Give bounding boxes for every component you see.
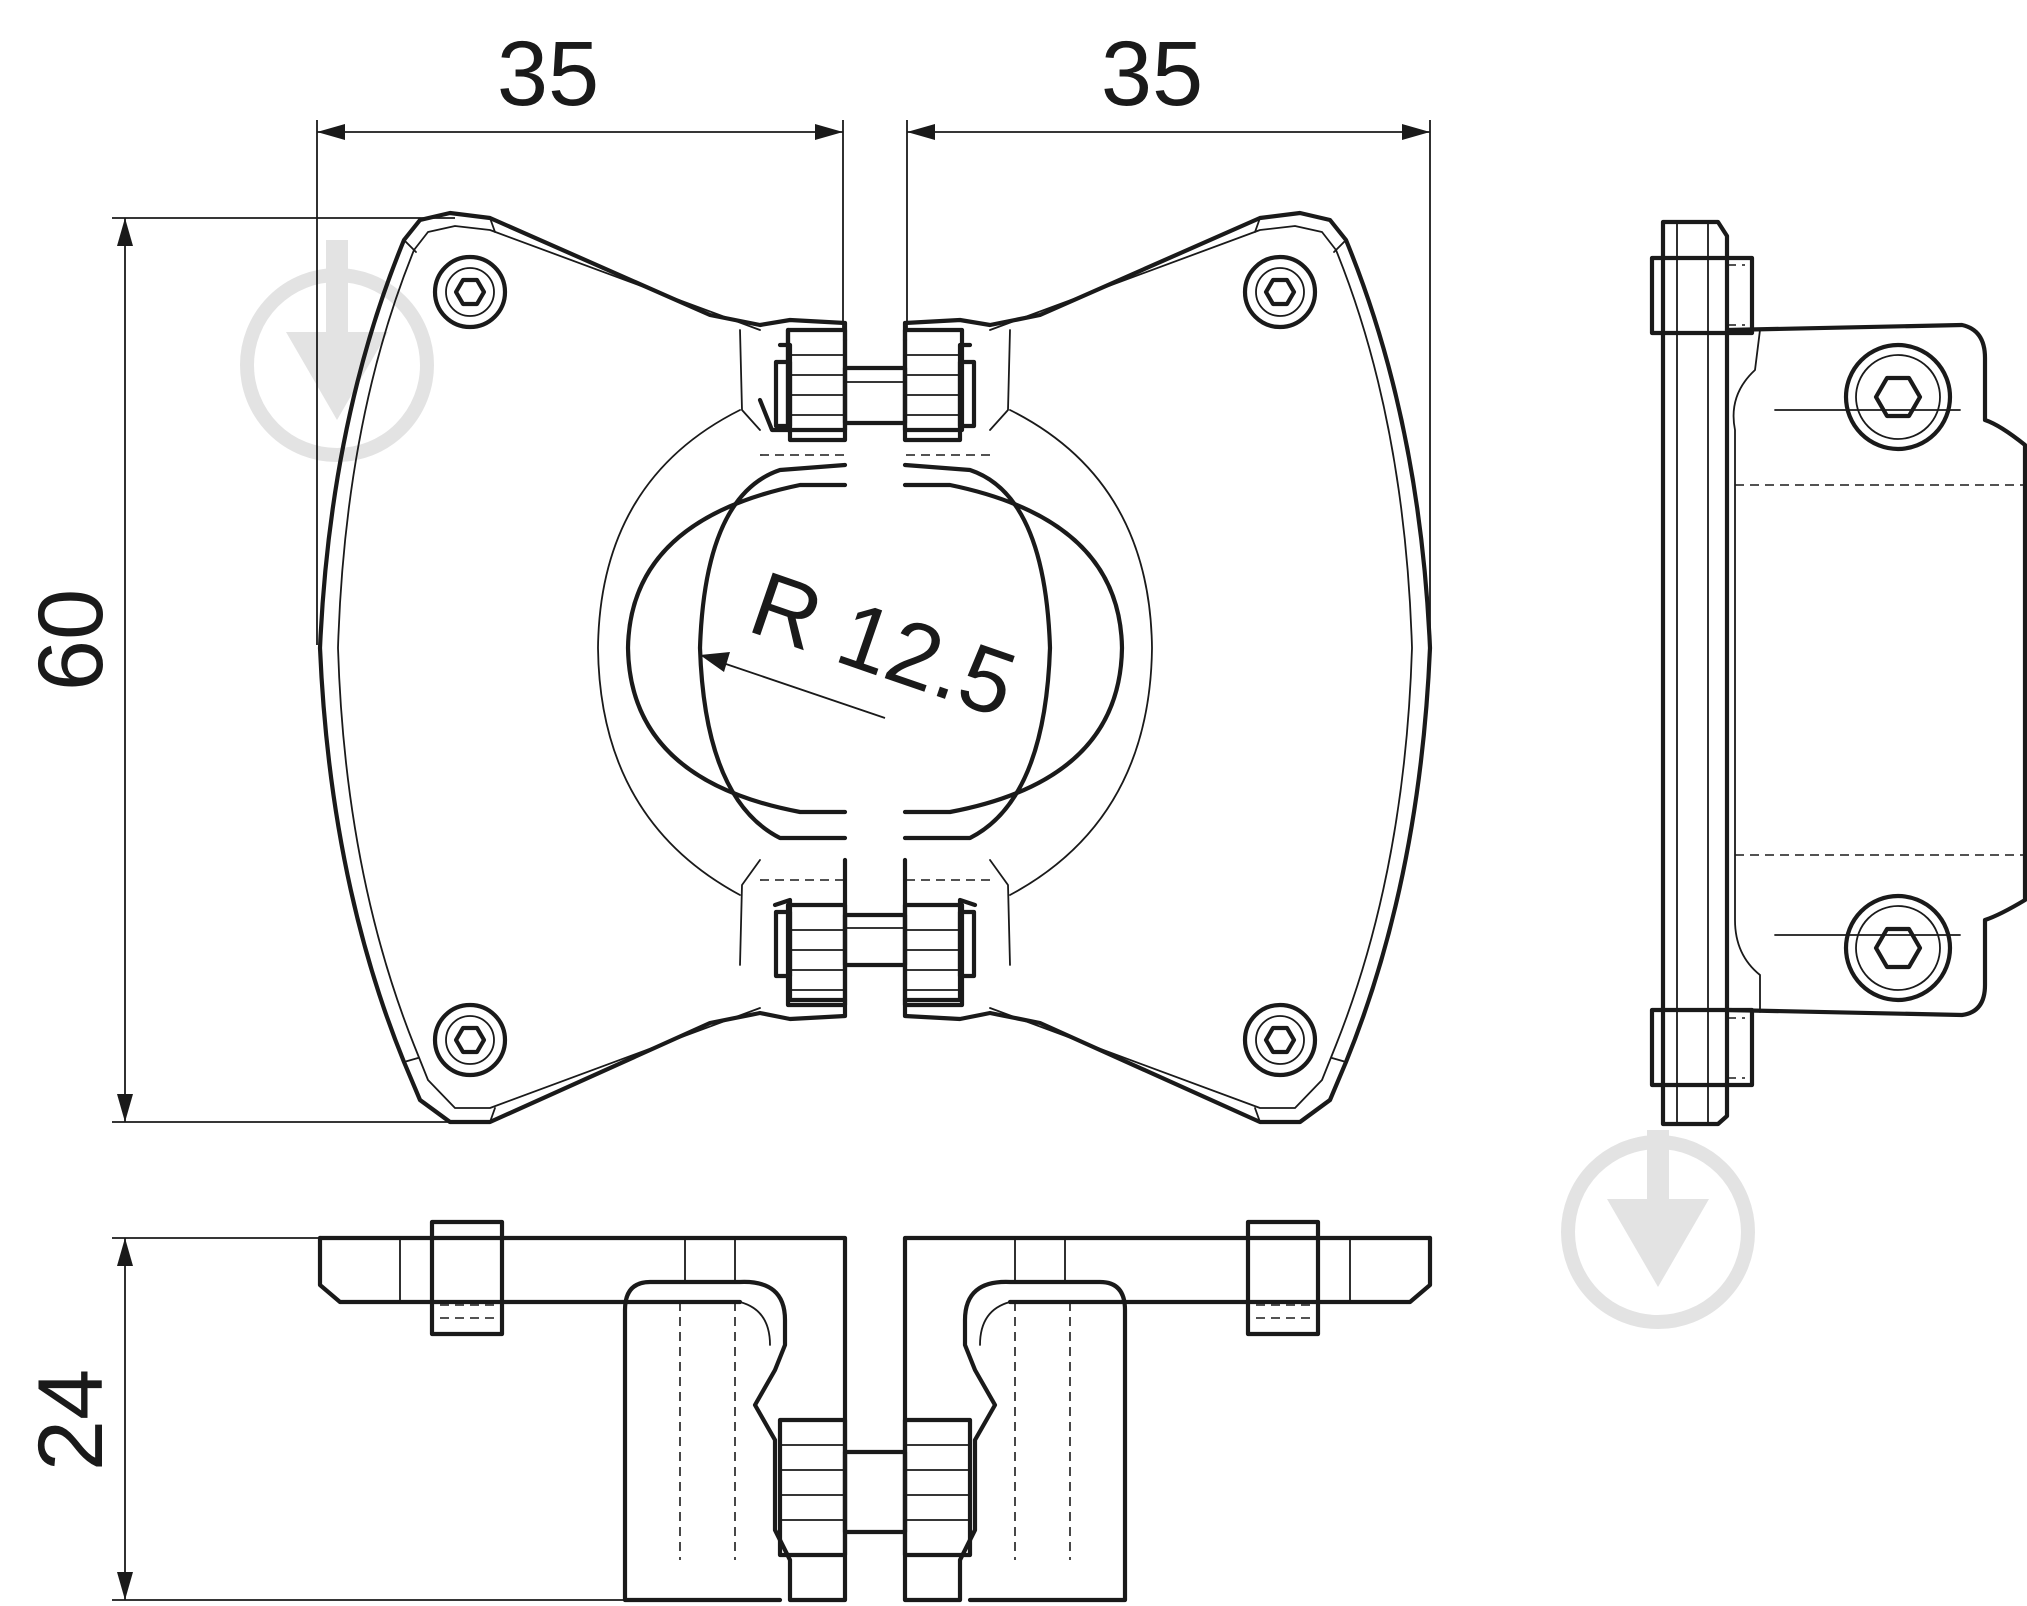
bottom-view-right [902, 1219, 1433, 1603]
side-view [1649, 219, 2027, 1127]
hex-socket-screw-icon [1242, 254, 1318, 330]
bottom-view-pin [842, 1449, 908, 1535]
bottom-view-left [317, 1219, 848, 1603]
front-view-left-half [317, 210, 848, 1125]
radius-label: R 12.5 [738, 552, 1028, 737]
dim-label-left-width: 35 [497, 23, 599, 125]
clamp-screw-lower [842, 912, 908, 968]
dim-label-depth: 24 [20, 1369, 122, 1471]
dim-label-right-width: 35 [1101, 23, 1203, 125]
watermark-download-icon [240, 240, 434, 462]
dimension-width-left: 35 [316, 23, 844, 645]
watermark-download-icon [1561, 1130, 1755, 1329]
dimension-width-right: 35 [906, 23, 1431, 645]
hex-socket-screw-icon [1843, 342, 1953, 452]
dimension-depth: 24 [20, 1237, 780, 1601]
dimension-height: 60 [20, 217, 455, 1123]
clamp-screw-upper [842, 365, 908, 426]
hex-socket-screw-icon [432, 254, 508, 330]
radius-leader: R 12.5 [700, 552, 1028, 737]
dim-label-height: 60 [20, 589, 122, 691]
hex-socket-screw-icon [1242, 1002, 1318, 1078]
hex-socket-screw-icon [1843, 893, 1953, 1003]
hex-socket-screw-icon [432, 1002, 508, 1078]
